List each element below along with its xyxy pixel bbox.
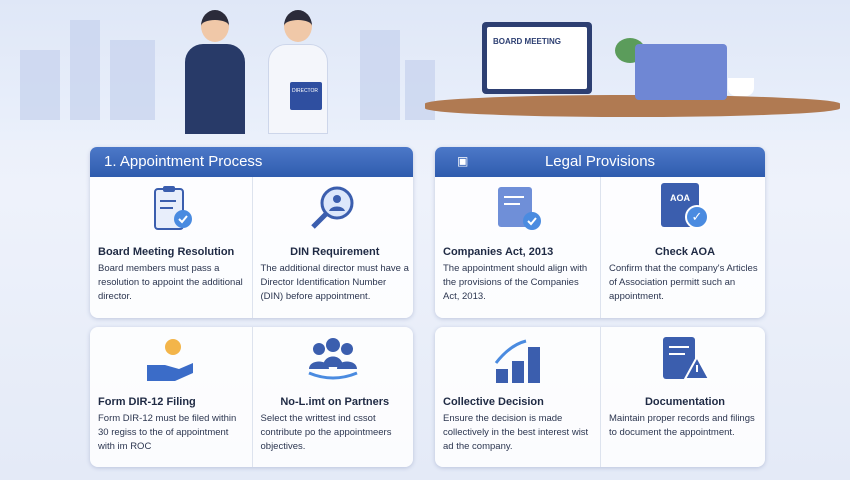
- laptop: BOARD MEETING: [482, 22, 592, 94]
- document-warning-icon: [663, 337, 711, 380]
- card-description: Select the writtest ind cssot contribute…: [260, 413, 392, 452]
- card-title: Form DIR-12 Filing: [98, 396, 196, 408]
- clipboard-check-icon: [153, 186, 192, 230]
- aoa-document-icon: AOA✓: [655, 183, 711, 233]
- hero-illustration: DIRECTOR BOARD MEETING: [0, 0, 850, 140]
- growth-chart-icon: [494, 339, 540, 383]
- card-description: The additional director must have a Dire…: [260, 263, 409, 302]
- legal-panel-bottom: Collective Decision Ensure the decision …: [435, 327, 765, 467]
- appointment-header: 1. Appointment Process: [90, 147, 413, 177]
- card-description: Ensure the decision is made collectively…: [443, 413, 589, 452]
- card-dir12-filing: Form DIR-12 Filing Form DIR-12 must be f…: [90, 327, 252, 467]
- desk: [425, 95, 840, 117]
- appointment-panel-bottom: Form DIR-12 Filing Form DIR-12 must be f…: [90, 327, 413, 467]
- card-description: Form DIR-12 must be filed within 30 regi…: [98, 413, 237, 452]
- document-network-icon: [497, 187, 541, 230]
- check-badge-icon: ✓: [685, 205, 709, 229]
- card-title: Board Meeting Resolution: [98, 246, 235, 258]
- magnifier-person-icon: [310, 186, 354, 229]
- card-description: Confirm that the company's Articles of A…: [609, 263, 758, 302]
- card-description: Board members must pass a resolution to …: [98, 263, 243, 302]
- card-documentation: Documentation Maintain proper records an…: [600, 327, 765, 467]
- card-collective-decision: Collective Decision Ensure the decision …: [435, 327, 600, 467]
- laptop-back: [635, 44, 727, 100]
- businessman-left: [185, 10, 245, 135]
- coffee-cup-icon: [728, 78, 754, 96]
- legal-header: ▣ Legal Provisions: [435, 147, 765, 177]
- card-din-requirement: DIN Requirement The additional director …: [251, 177, 414, 318]
- team-icon: [308, 338, 358, 380]
- director-folder: DIRECTOR: [290, 82, 322, 110]
- card-title: No-L.imt on Partners: [280, 396, 390, 408]
- card-title: DIN Requirement: [290, 246, 380, 258]
- laptop-screen-text: BOARD MEETING: [487, 27, 587, 89]
- card-title: Collective Decision: [443, 396, 544, 408]
- hand-clock-icon: [146, 339, 193, 381]
- card-check-aoa: AOA✓ Check AOA Confirm that the company'…: [600, 177, 765, 318]
- card-no-limit-partners: No-L.imt on Partners Select the writtest…: [251, 327, 414, 467]
- legal-panel-top: ▣ Legal Provisions Companies Act, 2013 Th…: [435, 147, 765, 318]
- legal-header-title: Legal Provisions: [544, 153, 656, 170]
- card-companies-act: Companies Act, 2013 The appointment shou…: [435, 177, 600, 318]
- card-title: Companies Act, 2013: [443, 246, 554, 258]
- card-description: Maintain proper records and filings to d…: [609, 413, 755, 438]
- businessman-right: [268, 10, 328, 135]
- card-description: The appointment should align with the pr…: [443, 263, 588, 302]
- card-title: Check AOA: [654, 246, 716, 258]
- card-board-resolution: Board Meeting Resolution Board members m…: [90, 177, 252, 318]
- appointment-panel-top: 1. Appointment Process Board Meeting Res…: [90, 147, 413, 318]
- people-icon: ▣: [457, 154, 469, 168]
- card-title: Documentation: [644, 396, 726, 408]
